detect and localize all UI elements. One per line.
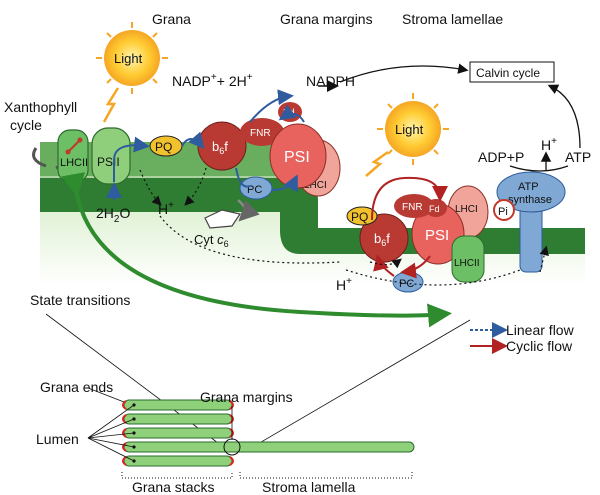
light-label-left: Light — [114, 51, 143, 66]
state-transitions-label: State transitions — [30, 292, 130, 308]
lhcii-grana — [57, 129, 89, 183]
fnr-label-grana: FNR — [250, 128, 271, 139]
calvin-cycle-label: Calvin cycle — [476, 66, 540, 80]
adp-to-atp-arrow — [509, 165, 569, 172]
xanthophyll-label-1: Xanthophyll — [4, 99, 77, 115]
light-bolt-right — [365, 150, 389, 177]
header-grana: Grana — [152, 11, 191, 27]
fnr-label-stroma: FNR — [402, 202, 423, 213]
b6f-label-grana: b6f — [212, 139, 228, 156]
lhcii-stroma — [451, 235, 485, 283]
atp-synthase-label-1: ATP — [518, 181, 539, 193]
nadp-reaction: NADP++ 2H+ — [172, 72, 253, 89]
psi-label-stroma: PSI — [425, 227, 449, 244]
atp-synthase-label-2: synthase — [508, 194, 552, 206]
inset-braces — [121, 472, 413, 479]
atp-to-calvin-arrow — [547, 84, 581, 149]
fnr-grana — [240, 118, 284, 146]
light-bolt-left — [102, 87, 120, 123]
psii-label: PSII — [97, 155, 120, 169]
nadph-to-calvin-arrow — [339, 63, 469, 83]
header-stroma-lamellae: Stroma lamellae — [402, 11, 503, 27]
pi-circle — [493, 199, 515, 221]
fd-label-stroma: Fd — [429, 204, 440, 214]
light-sun-right: Light — [377, 93, 449, 165]
header-grana-margins: Grana margins — [280, 11, 373, 27]
h-atp-label: H+ — [541, 136, 557, 153]
inset-lumen-label: Lumen — [36, 431, 79, 447]
lhcii-label: LHCII — [60, 157, 88, 169]
inset-grana-ends-label: Grana ends — [40, 379, 113, 395]
psi-label-grana: PSI — [284, 149, 310, 166]
inset-grana-margins-label: Grana margins — [200, 389, 293, 405]
adp-p-label: ADP+P — [478, 149, 524, 165]
pi-label: Pi — [498, 206, 508, 218]
state-transitions-arrow — [61, 172, 452, 328]
lhci-label-stroma: LHCI — [455, 204, 478, 215]
xanthophyll-label-2: cycle — [10, 117, 42, 133]
lumen-pointer-lines — [87, 387, 135, 462]
atp-synthase: ATP synthase — [496, 171, 566, 273]
calvin-cycle-box — [469, 61, 555, 83]
pigment-dot-1 — [65, 149, 71, 155]
atp-label: ATP — [565, 149, 591, 165]
light-label-right: Light — [395, 122, 424, 137]
proton-label-stroma: H+ — [336, 276, 352, 293]
cyt-c6-label: Cyt c6 — [194, 232, 229, 249]
lhcii-red-link — [67, 139, 81, 153]
inset-grana-stack — [122, 399, 415, 467]
zoom-line-right — [243, 319, 471, 453]
inset-stroma-lamella-label: Stroma lamella — [262, 479, 356, 495]
pc-label-stroma: PC — [399, 278, 414, 290]
inset-grana-stacks-label: Grana stacks — [132, 479, 214, 495]
pq-label-grana: PQ — [155, 140, 172, 154]
lhcii-label-stroma: LHCII — [454, 258, 480, 269]
legend-cyclic-label: Cyclic flow — [506, 338, 573, 354]
pq-label-stroma: PQ — [351, 210, 368, 224]
nadph-label: NADPH — [306, 73, 355, 89]
light-sun-left: Light — [96, 22, 168, 94]
lumen-dots — [132, 403, 136, 463]
pigment-dot-2 — [77, 137, 83, 143]
legend-linear-label: Linear flow — [506, 322, 575, 338]
